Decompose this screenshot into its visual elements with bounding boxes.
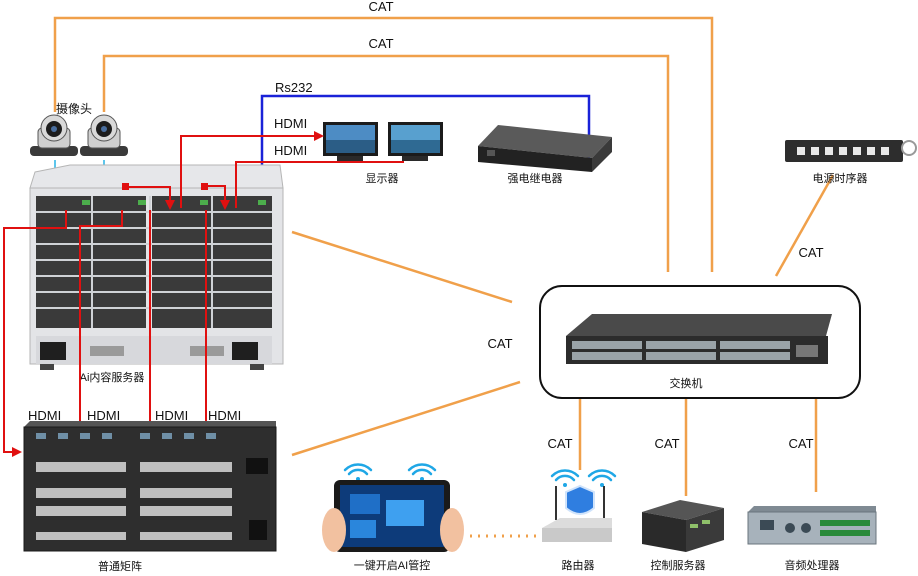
server-rack-icon <box>29 164 284 370</box>
monitor-icon <box>323 122 378 161</box>
matrix-icon <box>23 421 277 552</box>
cat-label-left: CAT <box>487 336 512 351</box>
audio-processor-label: 音频处理器 <box>785 558 840 572</box>
tablet-icon <box>322 480 464 552</box>
hdmi-matrix-label-2: HDMI <box>87 408 120 423</box>
ai-server-label: Ai内容服务器 <box>80 370 145 384</box>
power-sequencer-label: 电源时序器 <box>813 171 868 185</box>
hdmi-matrix-label-3: HDMI <box>155 408 188 423</box>
hdmi-display-label-1: HDMI <box>274 116 307 131</box>
router-icon <box>542 484 612 542</box>
tablet-label: 一键开启AI管控 <box>354 558 430 572</box>
control-server-icon <box>642 500 724 552</box>
control-server-label: 控制服务器 <box>651 558 706 572</box>
cat-label-sequencer: CAT <box>798 245 823 260</box>
cat-label-audio: CAT <box>788 436 813 451</box>
cat-label-top: CAT <box>368 0 393 14</box>
camera-label: 摄像头 <box>56 101 92 116</box>
router-label: 路由器 <box>562 558 595 572</box>
cat-label-second: CAT <box>368 36 393 51</box>
camera-icon <box>80 114 128 156</box>
power-sequencer-icon <box>785 140 917 162</box>
hdmi-connector-dots <box>122 183 208 190</box>
hdmi-matrix-label-4: HDMI <box>208 408 241 423</box>
display-label: 显示器 <box>366 172 399 185</box>
cat-line-server <box>291 230 513 304</box>
switch-icon <box>566 314 832 364</box>
cat-line-matrix <box>291 380 521 457</box>
cat-line-camera1 <box>53 16 714 272</box>
cat-lines <box>53 16 835 496</box>
wifi-icon <box>587 469 617 487</box>
cat-label-control: CAT <box>654 436 679 451</box>
camera-icon <box>30 114 78 156</box>
rs232-line <box>260 94 591 208</box>
relay-icon <box>478 125 612 172</box>
audio-processor-icon <box>747 506 877 545</box>
cat-label-router: CAT <box>547 436 572 451</box>
cat-line-sequencer <box>774 174 835 277</box>
cat-line-camera2 <box>102 54 670 272</box>
wifi-icon <box>407 463 437 481</box>
wifi-icon <box>550 469 580 487</box>
wifi-icon <box>343 463 373 481</box>
hdmi-display-label-2: HDMI <box>274 143 307 158</box>
matrix-label: 普通矩阵 <box>98 559 142 573</box>
relay-label: 强电继电器 <box>508 172 563 185</box>
monitor-icon <box>388 122 443 161</box>
hdmi-matrix-label-1: HDMI <box>28 408 61 423</box>
hdmi-display-lines <box>180 131 404 208</box>
rs232-label: Rs232 <box>275 80 313 95</box>
switch-label: 交换机 <box>670 376 703 390</box>
